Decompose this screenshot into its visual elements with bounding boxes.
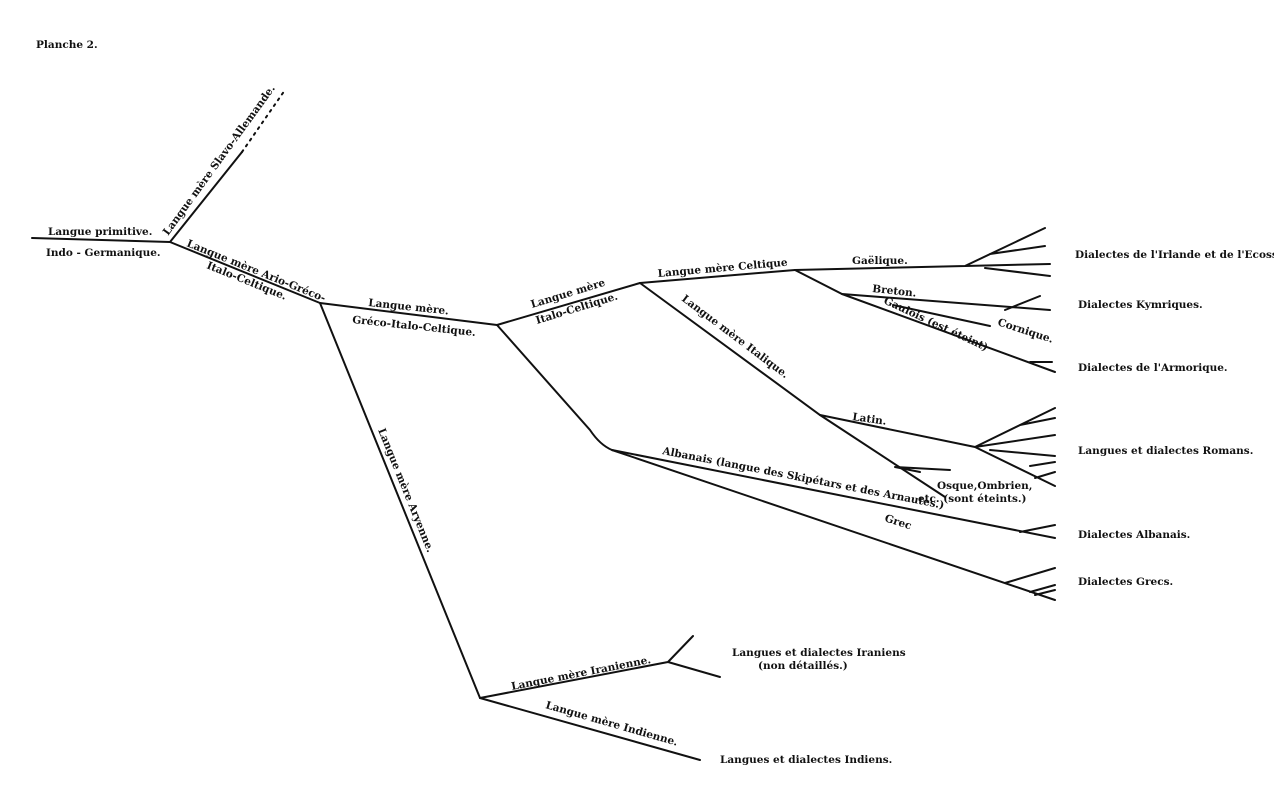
label-latin: Latin. — [852, 411, 888, 428]
label-root-1: Langue primitive. — [48, 226, 152, 238]
leaf-indiens: Langues et dialectes Indiens. — [720, 754, 892, 766]
branch-celtique — [639, 269, 796, 284]
branch-gaelique — [794, 227, 1051, 277]
branch-slavo-dotted — [241, 89, 286, 153]
branch-aryenne — [319, 302, 481, 699]
branch-gaulois — [841, 293, 1056, 373]
leaf-labels: Dialectes de l'Irlande et de l'Ecosse. D… — [720, 249, 1274, 766]
label-iranienne: Langue mère Iranienne. — [510, 654, 652, 693]
branch-italo-celtique — [496, 282, 641, 326]
label-osque-1: Osque,Ombrien, — [937, 480, 1032, 492]
branch-ario — [169, 241, 321, 304]
branch-cornique — [892, 304, 991, 327]
leaf-kymriques: Dialectes Kymriques. — [1078, 299, 1203, 311]
label-breton: Breton. — [872, 283, 917, 300]
branch-slavo — [169, 151, 243, 243]
label-aryenne: Langue mère Aryenne. — [375, 427, 436, 555]
label-greco-2: Gréco-Italo-Celtique. — [352, 314, 477, 339]
label-slavo: Langue mère Slavo-Allemande. — [161, 83, 278, 238]
leaf-albanais: Dialectes Albanais. — [1078, 529, 1190, 541]
label-root-2: Indo - Germanique. — [46, 247, 161, 259]
plate-title: Planche 2. — [36, 39, 98, 51]
branch-greco — [319, 302, 498, 326]
leaf-irlande: Dialectes de l'Irlande et de l'Ecosse. — [1075, 249, 1274, 261]
label-grec: Grec — [883, 512, 913, 532]
label-cornique: Cornique. — [996, 316, 1055, 345]
tree-branches — [31, 89, 1056, 761]
leaf-iraniens-1: Langues et dialectes Iraniens — [732, 647, 906, 659]
branch-iranienne — [479, 635, 721, 699]
branch-breton — [794, 269, 1051, 311]
label-italique: Langue mère Italique. — [679, 293, 791, 381]
leaf-armorique: Dialectes de l'Armorique. — [1078, 362, 1228, 374]
leaf-iraniens-2: (non détaillés.) — [758, 660, 848, 672]
branch-root — [31, 237, 171, 243]
branch-latin — [819, 407, 1056, 487]
leaf-grecs: Dialectes Grecs. — [1078, 576, 1173, 588]
leaf-romans: Langues et dialectes Romans. — [1078, 445, 1253, 457]
label-gaelique: Gaëlique. — [852, 255, 908, 267]
branch-indienne — [479, 697, 701, 761]
branch-grec — [611, 449, 1056, 601]
label-albanais: Albanais (langue des Skipétars et des Ar… — [660, 445, 945, 512]
label-indienne: Langue mère Indienne. — [544, 699, 679, 748]
branch-osque — [894, 466, 951, 473]
label-osque-2: etc. (sont éteints.) — [918, 493, 1026, 505]
